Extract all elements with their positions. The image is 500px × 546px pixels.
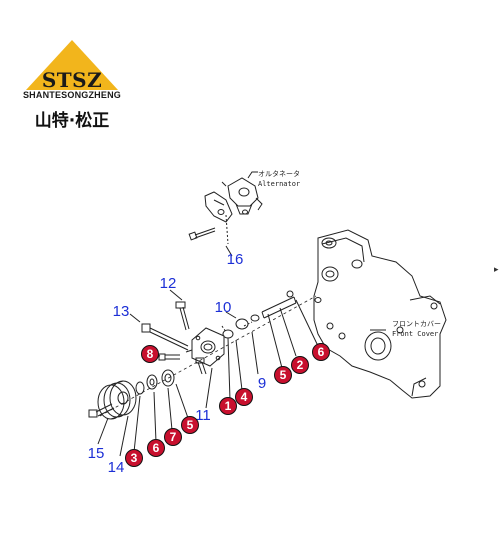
callout-8: 8 [141,345,159,363]
front-cover-jp-label: フロントカバー [392,320,441,328]
alternator-en-label: Alternator [258,180,300,188]
pump-housing [185,327,225,367]
bolt-8 [158,353,180,361]
callout-1: 1 [219,397,237,415]
pump-shaft [243,290,297,327]
callout-5a: 5 [274,366,292,384]
svg-text:5: 5 [280,368,287,382]
callout-14: 14 [108,459,125,476]
lock-washer [135,381,145,395]
washer [146,374,158,390]
callout-6a: 6 [312,343,330,361]
spacer [161,369,175,387]
callout-4: 4 [235,388,253,406]
callout-6b: 6 [147,439,165,457]
svg-text:6: 6 [318,345,325,359]
svg-text:6: 6 [153,441,160,455]
logo-brand: STSZ [41,68,103,92]
callout-2: 2 [291,356,309,374]
callout-9: 9 [258,375,266,392]
logo-brand-cn: 山特·松正 [34,111,110,131]
front-cover-body [313,229,447,399]
o-ring [235,318,249,330]
stsz-logo: STSZ SHANTESONGZHENG 山特·松正 [18,40,126,131]
svg-text:8: 8 [147,347,154,361]
logo-brand-full: SHANTESONGZHENG [22,90,121,100]
callout-15: 15 [88,445,105,462]
pulley [97,380,137,420]
svg-text:3: 3 [131,451,138,465]
bolt-13 [141,323,189,351]
callout-13: 13 [113,303,130,320]
callout-3: 3 [125,449,143,467]
callout-10: 10 [215,299,232,316]
front-cover-en-label: Front Cover [392,330,438,338]
callout-16: 16 [227,251,244,268]
bolt-11 [195,357,207,375]
bolt-12 [175,301,190,331]
callout-7: 7 [164,428,182,446]
svg-text:5: 5 [187,418,194,432]
svg-text:7: 7 [170,430,177,444]
callout-11: 11 [195,407,211,424]
logo-triangle-icon [26,40,118,90]
edge-arrow-icon: ▸ [494,264,499,274]
alternator-jp-label: オルタネータ [258,169,300,178]
svg-text:2: 2 [297,358,304,372]
callout-12: 12 [160,275,177,292]
callout-5b: 5 [181,416,199,434]
alternator-bracket [188,171,263,245]
svg-text:4: 4 [241,390,248,404]
svg-text:1: 1 [225,399,232,413]
